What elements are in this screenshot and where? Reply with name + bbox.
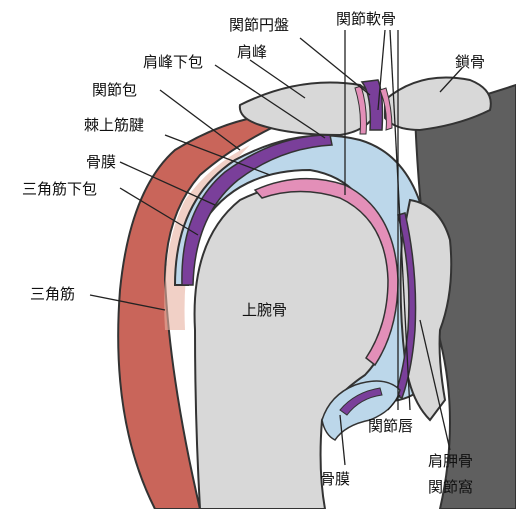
- label-deltoid: 三角筋: [30, 287, 75, 302]
- label-subdeltoid-bursa: 三角筋下包: [22, 182, 97, 197]
- label-glenoid-labrum: 関節唇: [368, 419, 413, 434]
- label-joint-capsule: 関節包: [92, 83, 137, 98]
- label-glenoid-fossa-line1: 肩胛骨: [428, 454, 473, 469]
- label-periosteum-upper: 骨膜: [86, 155, 116, 170]
- label-humerus: 上腕骨: [242, 303, 287, 318]
- label-glenoid-fossa-line2: 関節窩: [428, 480, 473, 495]
- label-articular-cartilage: 関節軟骨: [336, 12, 396, 27]
- humerus-bone: [195, 184, 396, 509]
- label-subacromial-bursa: 肩峰下包: [143, 55, 203, 70]
- label-articular-disc: 関節円盤: [229, 18, 289, 33]
- label-periosteum-lower: 骨膜: [320, 472, 350, 487]
- label-supraspinatus-tendon: 棘上筋腱: [84, 118, 144, 133]
- label-acromion: 肩峰: [237, 45, 267, 60]
- label-clavicle: 鎖骨: [455, 55, 485, 70]
